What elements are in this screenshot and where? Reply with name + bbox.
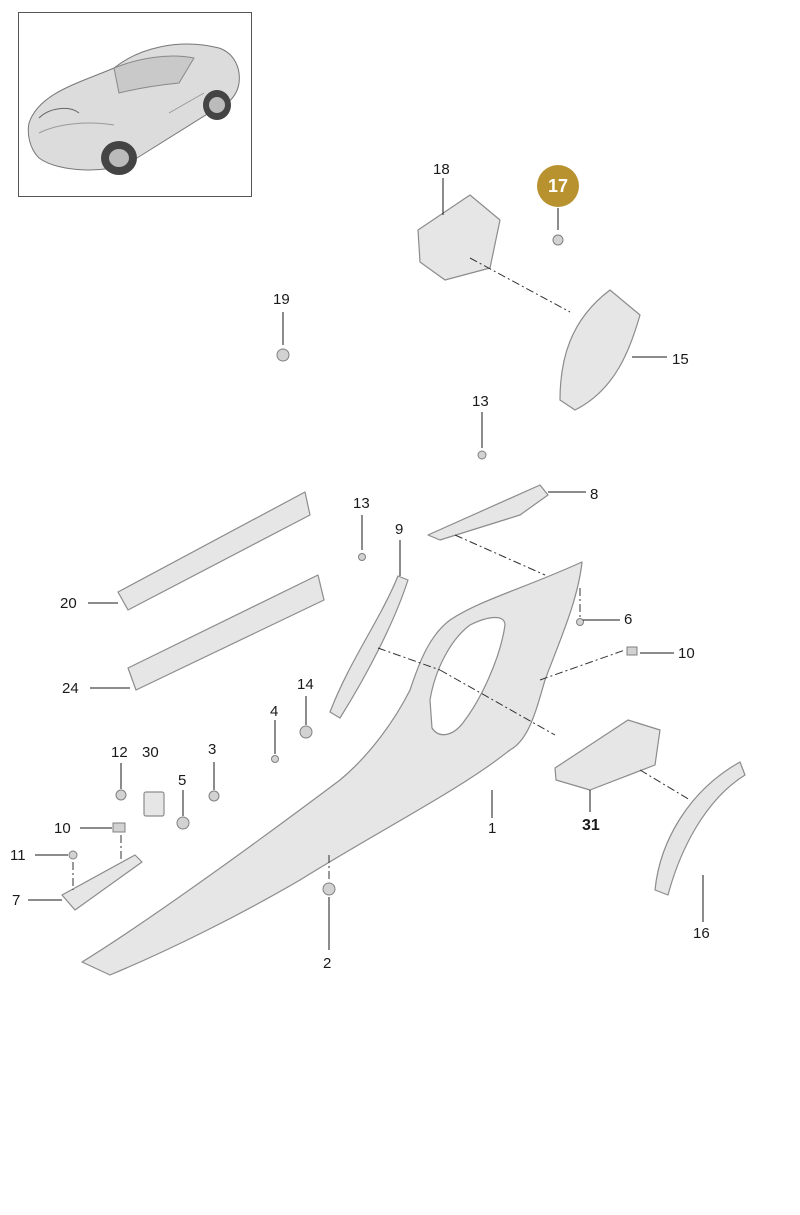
- part-19-screw: [276, 348, 290, 362]
- label-20: 20: [60, 595, 77, 612]
- label-8: 8: [590, 486, 599, 503]
- vehicle-thumbnail: [18, 12, 252, 197]
- label-5: 5: [178, 772, 187, 789]
- part-31-grille: [554, 719, 661, 791]
- label-9: 9: [395, 521, 404, 538]
- label-1: 1: [488, 820, 497, 837]
- label-24: 24: [62, 680, 79, 697]
- part-18-air-duct: [417, 194, 501, 281]
- label-12: 12: [111, 744, 128, 761]
- callout-17: 17: [537, 165, 579, 207]
- part-10-clip-right: [626, 646, 638, 656]
- part-2-plug: [322, 882, 336, 896]
- part-24-sill-plate: [127, 574, 325, 691]
- part-9-strip: [329, 575, 409, 719]
- part-3-clip: [208, 790, 220, 802]
- part-11-screw: [68, 850, 78, 860]
- label-31: 31: [582, 817, 600, 834]
- part-8-bracket: [427, 484, 549, 541]
- label-16: 16: [693, 925, 710, 942]
- label-15: 15: [672, 351, 689, 368]
- label-13-lower: 13: [353, 495, 370, 512]
- part-16-trim: [654, 761, 746, 896]
- part-20-sill-plate: [117, 491, 311, 611]
- label-14: 14: [297, 676, 314, 693]
- part-13-clip-b: [358, 553, 366, 561]
- part-12-clip: [115, 789, 127, 801]
- label-6: 6: [624, 611, 633, 628]
- label-13-upper: 13: [472, 393, 489, 410]
- car-icon: [27, 43, 240, 175]
- label-3: 3: [208, 741, 217, 758]
- label-17: 17: [547, 175, 569, 196]
- part-5-clip: [176, 816, 190, 830]
- part-1-side-panel: [81, 561, 583, 976]
- part-1-opening: [429, 616, 506, 736]
- part-14-clip: [299, 725, 313, 739]
- part-17-clip: [552, 234, 564, 246]
- label-7: 7: [12, 892, 21, 909]
- part-4-clip: [271, 755, 279, 763]
- part-13-clip-a: [477, 450, 487, 460]
- label-10-right: 10: [678, 645, 695, 662]
- part-10-clip-left: [112, 822, 126, 833]
- label-19: 19: [273, 291, 290, 308]
- label-10-left: 10: [54, 820, 71, 837]
- label-30: 30: [142, 744, 159, 761]
- label-2: 2: [323, 955, 332, 972]
- part-6-clip: [576, 618, 584, 626]
- label-4: 4: [270, 703, 279, 720]
- part-15-intake: [559, 289, 641, 411]
- label-11: 11: [10, 847, 26, 864]
- part-30-cover: [143, 791, 165, 817]
- part-7-bracket: [61, 854, 143, 911]
- label-18: 18: [433, 161, 450, 178]
